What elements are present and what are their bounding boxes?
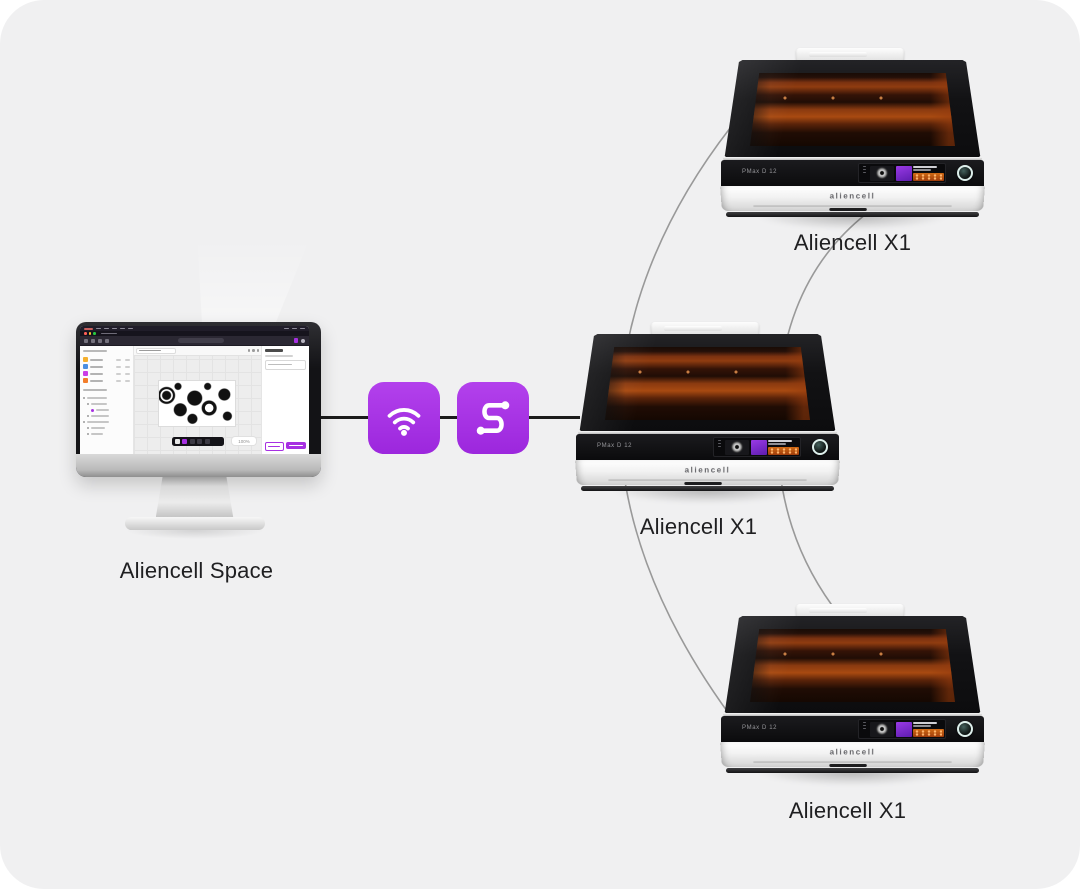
monitor-shadow	[96, 527, 293, 539]
avatar	[301, 338, 305, 343]
printer-lid	[579, 334, 836, 433]
engraving-preview	[725, 439, 749, 455]
layer-row	[83, 425, 130, 431]
printer-brand-logo: aliencell	[829, 191, 876, 201]
printer-window	[750, 629, 955, 702]
printer-bottom-edge	[726, 212, 979, 217]
printer-lid	[724, 616, 981, 715]
parameters-panel	[80, 346, 134, 454]
printer-model-label: PMax D 12	[742, 725, 778, 731]
monitor-stand-neck	[155, 477, 234, 519]
printer-bottom-edge	[581, 486, 834, 491]
printer-shadow	[567, 488, 848, 508]
printer-label-top: Aliencell X1	[793, 230, 912, 255]
primary-button	[285, 442, 306, 449]
printer-power-button	[812, 439, 828, 455]
printer-window	[750, 73, 955, 146]
printer-base: aliencell	[575, 460, 840, 485]
monitor-chin	[76, 454, 321, 477]
workflow-badge	[457, 382, 529, 454]
computer-monitor: 100%	[76, 322, 321, 539]
wifi-badge	[368, 382, 440, 454]
printer-shadow	[712, 214, 993, 234]
app-toolbar	[80, 336, 309, 346]
printer-model-label: PMax D 12	[597, 443, 633, 449]
printer-touchscreen	[713, 437, 801, 457]
printer-shadow	[712, 770, 993, 790]
printer-front-panel: PMax D 12	[721, 716, 984, 742]
printer-label-bottom: Aliencell X1	[788, 798, 907, 823]
printer-power-button	[957, 721, 973, 737]
printer-lid	[724, 60, 981, 159]
printer-bottom-edge	[726, 768, 979, 773]
printer-brand-logo: aliencell	[684, 465, 731, 475]
wifi-icon	[387, 408, 421, 436]
printer-window	[605, 347, 810, 420]
canvas-toolbar	[171, 437, 224, 446]
laser-printer-middle: PMax D 12 aliencell	[567, 322, 848, 508]
window-title-bar	[80, 331, 309, 336]
layer-row	[83, 431, 130, 437]
printer-front-panel: PMax D 12	[721, 160, 984, 186]
canvas-tab	[136, 347, 176, 354]
printer-power-button	[957, 165, 973, 181]
engraving-preview	[870, 721, 894, 737]
wired-connection-line	[308, 416, 580, 419]
properties-panel	[261, 346, 309, 454]
printer-model-label: PMax D 12	[742, 169, 778, 175]
monitor-frame: 100%	[76, 322, 321, 477]
printer-touchscreen	[858, 163, 946, 183]
printer-touchscreen	[858, 719, 946, 739]
panel-input	[265, 359, 306, 370]
layer-row	[83, 395, 130, 401]
menu-bar	[80, 326, 309, 331]
parameter-row	[83, 377, 130, 384]
secondary-button	[265, 442, 284, 451]
printer-front-panel: PMax D 12	[576, 434, 839, 460]
laser-printer-top: PMax D 12 aliencell	[712, 48, 993, 234]
layer-row	[83, 413, 130, 419]
layer-row	[83, 419, 130, 425]
monitor-label: Aliencell Space	[119, 558, 274, 583]
parameter-row	[83, 363, 130, 370]
design-canvas: 100%	[134, 346, 261, 454]
laser-printer-bottom: PMax D 12 aliencell	[712, 604, 993, 790]
layer-row	[83, 407, 130, 413]
printer-label-middle: Aliencell X1	[639, 514, 758, 539]
accent-button	[293, 338, 298, 343]
engraving-preview	[870, 165, 894, 181]
printer-rim	[578, 431, 837, 434]
printer-base: aliencell	[720, 742, 985, 767]
parameter-row	[83, 370, 130, 377]
printer-brand-logo: aliencell	[829, 747, 876, 757]
engraving-artwork	[158, 380, 236, 427]
printer-base: aliencell	[720, 186, 985, 211]
zoom-control: 100%	[231, 436, 257, 446]
monitor-stand-base	[124, 517, 265, 530]
printer-rim	[723, 157, 982, 160]
device-dropdown	[178, 338, 225, 343]
printer-rim	[723, 713, 982, 716]
canvas-tab-bar	[134, 346, 261, 356]
layer-row	[83, 401, 130, 407]
route-icon	[476, 401, 510, 435]
parameter-row	[83, 356, 130, 363]
software-screen: 100%	[80, 326, 309, 454]
